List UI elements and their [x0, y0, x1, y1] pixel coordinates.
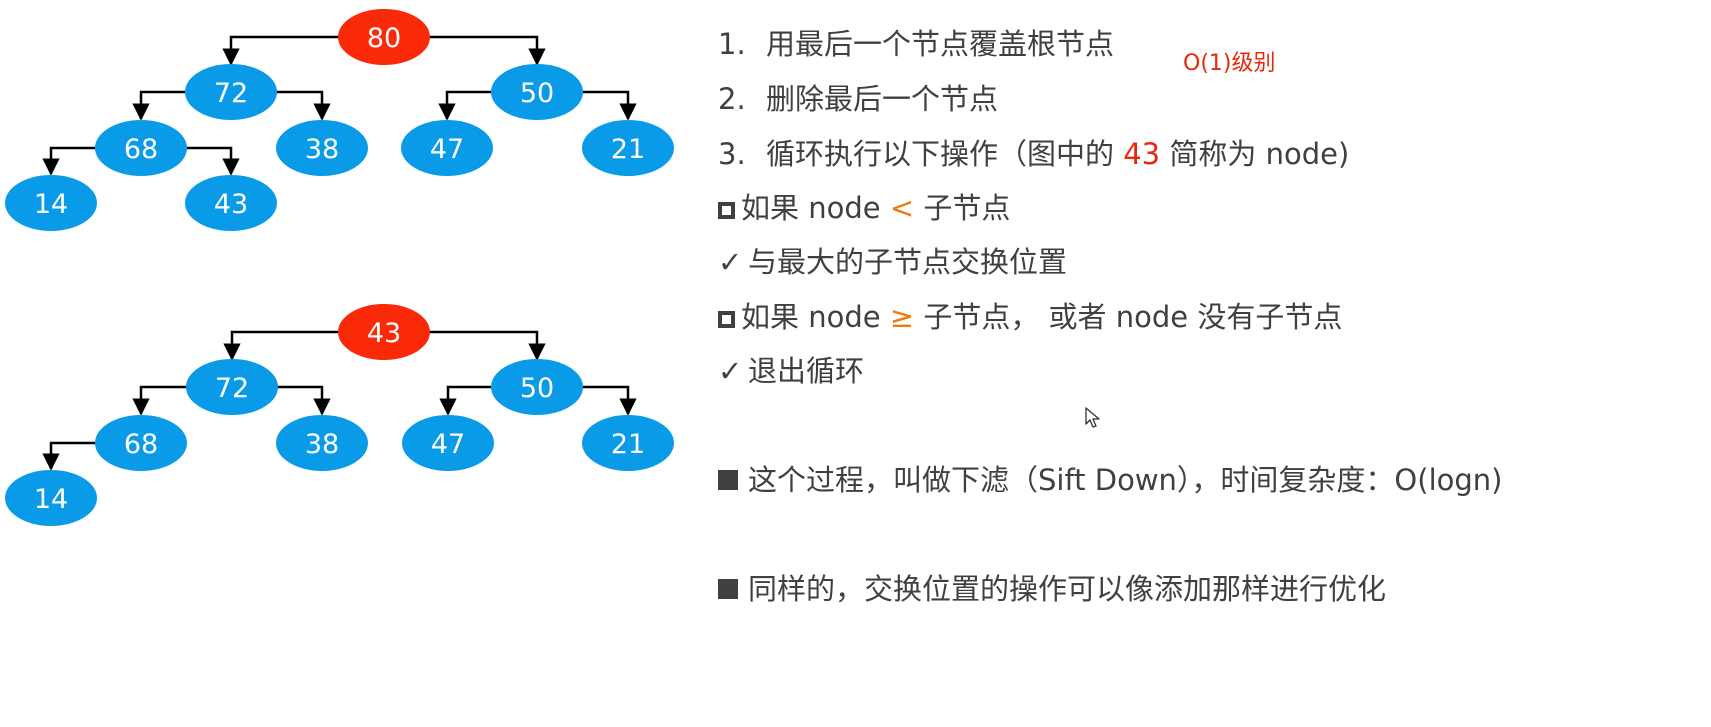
node-value: 14: [34, 484, 68, 515]
heap-node: 72: [185, 64, 277, 120]
hollow-square-bullet-icon: [718, 311, 735, 328]
explanation-panel: 1. 用最后一个节点覆盖根节点 O(1)级别 2. 删除最后一个节点 3. 循环执行以…: [718, 0, 1708, 727]
heap-node: 38: [276, 415, 368, 471]
edge-50-21: [581, 385, 637, 416]
step-text: 循环执行以下操作（图中的: [766, 137, 1115, 171]
action-text: 退出循环: [748, 354, 865, 388]
node-value: 43: [367, 318, 401, 349]
edge-68-43: [185, 146, 240, 176]
heap-node: 50: [491, 64, 583, 120]
heap-node: 80: [338, 9, 430, 65]
heap-node: 43: [185, 175, 277, 231]
step-number: 1.: [718, 27, 746, 61]
edge-50-47: [439, 385, 494, 416]
step-text-end: 简称为 node): [1169, 137, 1350, 171]
edge-80-72: [222, 35, 340, 66]
edge-43-72: [223, 330, 340, 361]
node-value: 68: [124, 134, 158, 165]
condition-pre: 如果 node: [741, 191, 881, 225]
tree-edges: [42, 330, 637, 471]
mouse-pointer-icon: [1085, 407, 1100, 428]
edge-68-14: [42, 146, 98, 176]
edge-50-47: [438, 90, 495, 121]
heap-tree-before: 80 72 50 68 38 47 21 14: [5, 9, 674, 231]
edge-72-38: [275, 90, 331, 121]
heap-node: 21: [582, 120, 674, 176]
hollow-square-bullet-icon: [718, 202, 735, 219]
heap-node: 72: [186, 359, 278, 415]
step-2: 2. 删除最后一个节点: [718, 79, 998, 119]
heap-node: 38: [276, 120, 368, 176]
edge-68-14: [42, 441, 98, 471]
condition-post: 子节点: [923, 191, 1011, 225]
heap-node: 68: [95, 415, 187, 471]
step-text: 删除最后一个节点: [766, 82, 999, 116]
action-text: 与最大的子节点交换位置: [748, 245, 1068, 279]
edge-72-68: [132, 90, 188, 121]
heap-node: 14: [5, 175, 97, 231]
node-value: 21: [611, 134, 645, 165]
node-value: 38: [305, 429, 339, 460]
bullet-optimization: 同样的，交换位置的操作可以像添加那样进行优化: [718, 569, 1386, 609]
bullet-text: 同样的，交换位置的操作可以像添加那样进行优化: [748, 572, 1387, 606]
bullet-sift-down: 这个过程，叫做下滤（Sift Down），时间复杂度：O(logn): [718, 460, 1502, 500]
node-value: 43: [214, 189, 248, 220]
node-value: 47: [430, 134, 464, 165]
condition-op: <: [889, 191, 915, 225]
complexity-note: O(1)级别: [1183, 51, 1276, 76]
bullet-text: 这个过程，叫做下滤（Sift Down），时间复杂度：O(logn): [748, 463, 1503, 497]
heap-tree-after: 43 72 50 68 38 47 21 14: [5, 304, 674, 526]
node-highlight: 43: [1123, 137, 1161, 171]
node-value: 47: [431, 429, 465, 460]
step-number: 2.: [718, 82, 746, 116]
condition-op: ≥: [889, 300, 915, 334]
node-value: 50: [520, 78, 554, 109]
step-text: 用最后一个节点覆盖根节点: [766, 27, 1115, 61]
solid-square-bullet-icon: [718, 470, 738, 490]
node-value: 38: [305, 134, 339, 165]
node-value: 50: [520, 373, 554, 404]
edge-50-21: [582, 90, 637, 121]
heap-node: 68: [95, 120, 187, 176]
step-number: 3.: [718, 137, 746, 171]
condition-post: 子节点， 或者 node 没有子节点: [923, 300, 1343, 334]
condition-greater-equal: 如果 node ≥ 子节点， 或者 node 没有子节点: [718, 297, 1342, 337]
node-value: 72: [214, 78, 248, 109]
node-value: 80: [367, 23, 401, 54]
action-swap: ✓与最大的子节点交换位置: [718, 242, 1067, 282]
heap-node: 21: [582, 415, 674, 471]
checkmark-icon: ✓: [718, 354, 743, 388]
tree-edges: [42, 35, 637, 176]
solid-square-bullet-icon: [718, 579, 738, 599]
step-3: 3. 循环执行以下操作（图中的 43 简称为 node): [718, 134, 1349, 174]
heap-node: 50: [491, 359, 583, 415]
condition-less: 如果 node < 子节点: [718, 188, 1010, 228]
node-value: 14: [34, 189, 68, 220]
node-value: 21: [611, 429, 645, 460]
edge-80-50: [428, 35, 546, 66]
heap-node: 14: [5, 470, 97, 526]
step-1: 1. 用最后一个节点覆盖根节点: [718, 24, 1114, 64]
heap-node: 47: [401, 120, 493, 176]
action-exit: ✓退出循环: [718, 351, 864, 391]
heap-node: 47: [402, 415, 494, 471]
node-value: 72: [215, 373, 249, 404]
node-value: 68: [124, 429, 158, 460]
checkmark-icon: ✓: [718, 245, 743, 279]
edge-72-38: [276, 385, 331, 416]
edge-72-68: [132, 385, 188, 416]
heap-diagrams: 80 72 50 68 38 47 21 14: [5, 9, 674, 526]
heap-node: 43: [338, 304, 430, 360]
edge-43-50: [428, 330, 546, 361]
condition-pre: 如果 node: [741, 300, 881, 334]
